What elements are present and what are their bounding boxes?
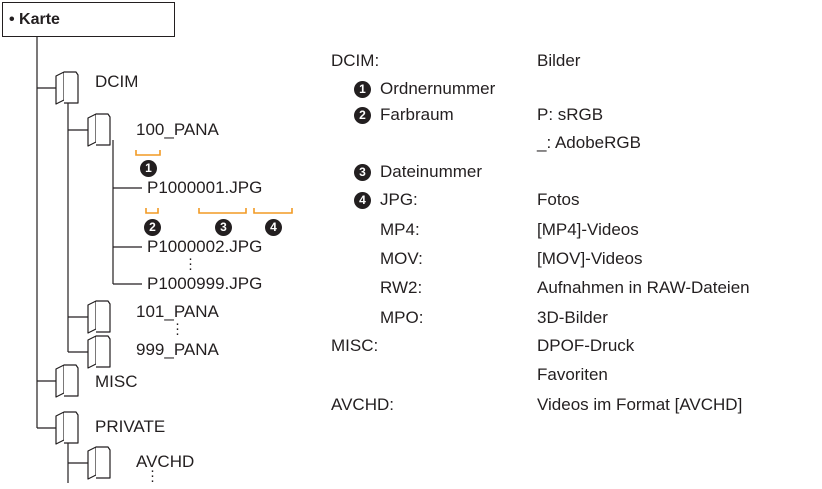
folder-icon (87, 446, 111, 480)
legend-mov-val: [MOV]-Videos (537, 249, 643, 268)
legend-badge-3: 3 (354, 164, 371, 181)
legend-item2-val2: _: AdobeRGB (537, 133, 641, 152)
legend-mpo-key: MPO: (380, 308, 424, 327)
tree-file1-label: P1000001.JPG (147, 178, 263, 197)
tree-file3-label: P1000999.JPG (147, 274, 263, 293)
legend-item3: Dateinummer (380, 162, 483, 181)
legend-rw2-val: Aufnahmen in RAW-Dateien (537, 278, 750, 297)
legend-item2-key: Farbraum (380, 105, 454, 124)
tree-folder101-label: 101_PANA (136, 302, 219, 321)
tree-avchd-label: AVCHD (136, 452, 195, 471)
folder-icon (87, 113, 111, 147)
folder-icon (55, 364, 79, 398)
legend-misc-val2: Favoriten (537, 365, 608, 384)
legend-item1: Ordnernummer (380, 79, 496, 98)
legend-avchd-val: Videos im Format [AVCHD] (537, 395, 743, 414)
card-root-box: • Karte (2, 2, 175, 37)
folder-icon (87, 335, 111, 369)
tree-folder100-label: 100_PANA (136, 120, 219, 139)
legend-mp4-key: MP4: (380, 220, 420, 239)
bracket-extension (253, 208, 293, 214)
bracket-color-space (145, 208, 159, 214)
badge-3: 3 (215, 219, 232, 236)
folder-icon (55, 411, 79, 445)
legend-badge-4: 4 (354, 192, 371, 209)
bracket-folder-number (135, 150, 161, 156)
folder-icon (87, 300, 111, 334)
tree-folder999-label: 999_PANA (136, 340, 219, 359)
tree-private-label: PRIVATE (95, 417, 166, 436)
legend-misc-val1: DPOF-Druck (537, 336, 635, 355)
legend-dcim-key: DCIM: (331, 51, 380, 70)
folder-icon (55, 71, 79, 105)
legend-rw2-key: RW2: (380, 278, 423, 297)
legend-mp4-val: [MP4]-Videos (537, 220, 639, 239)
tree-dcim-label: DCIM (95, 72, 139, 91)
ellipsis-dots: ··· (188, 250, 193, 277)
legend-mov-key: MOV: (380, 249, 423, 268)
legend-jpg-val: Fotos (537, 190, 580, 209)
tree-file2-label: P1000002.JPG (147, 237, 263, 256)
legend-jpg-key: JPG: (380, 190, 418, 209)
legend-mpo-val: 3D-Bilder (537, 308, 608, 327)
bracket-file-number (198, 208, 247, 214)
legend-misc-key: MISC: (331, 336, 379, 355)
tree-misc-label: MISC (95, 372, 138, 391)
card-label: • Karte (9, 11, 60, 28)
legend-item2-val1: P: sRGB (537, 105, 604, 124)
ellipsis-dots: ··· (150, 462, 155, 489)
badge-4: 4 (265, 219, 282, 236)
legend-badge-1: 1 (354, 81, 371, 98)
card-label-text: Karte (19, 11, 60, 28)
legend-avchd-key: AVCHD: (331, 395, 394, 414)
legend-badge-2: 2 (354, 107, 371, 124)
badge-2: 2 (144, 219, 161, 236)
ellipsis-dots: ··· (175, 315, 180, 342)
badge-1: 1 (140, 160, 157, 177)
legend-dcim-val: Bilder (537, 51, 581, 70)
